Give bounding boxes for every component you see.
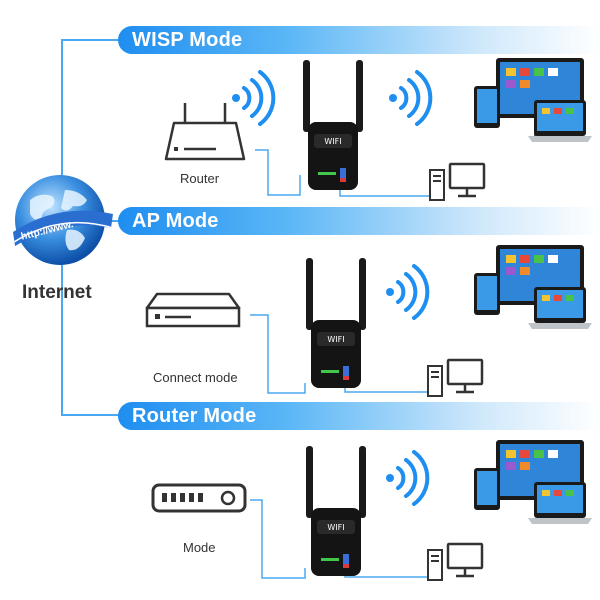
wifi-extender-icon: WIFI	[306, 446, 366, 576]
mode-banner-wisp: WISP Mode	[118, 26, 600, 54]
wifi-signal-icon	[386, 450, 430, 506]
wifi-extender-icon: WIFI	[303, 60, 363, 190]
wifi-signal-icon	[386, 264, 430, 320]
devices-cluster-icon	[474, 245, 592, 329]
wifi-signal-icon	[232, 70, 276, 126]
mode-title: Router Mode	[132, 405, 257, 427]
mode-banner-ap: AP Mode	[118, 207, 600, 235]
svg-text:WIFI: WIFI	[324, 137, 341, 146]
mode-banner-router: Router Mode	[118, 402, 600, 430]
device-label: Router	[180, 171, 220, 186]
wifi-signal-icon	[389, 70, 433, 126]
desktop-pc-icon	[427, 542, 484, 581]
mode-title: AP Mode	[132, 210, 219, 232]
desktop-pc-icon	[429, 162, 486, 201]
devices-cluster-icon	[474, 58, 592, 142]
router-icon	[164, 103, 246, 161]
globe-icon	[10, 175, 114, 265]
internet-label: Internet	[22, 282, 92, 303]
svg-text:WIFI: WIFI	[327, 523, 344, 532]
wifi-extender-icon: WIFI	[306, 258, 366, 388]
devices-cluster-icon	[474, 440, 592, 524]
access-point-icon	[145, 292, 241, 328]
device-label: Connect mode	[153, 370, 238, 385]
desktop-pc-icon	[427, 358, 484, 397]
modem-icon	[151, 483, 247, 513]
mode-title: WISP Mode	[132, 29, 243, 51]
svg-text:WIFI: WIFI	[327, 335, 344, 344]
device-label: Mode	[183, 540, 216, 555]
